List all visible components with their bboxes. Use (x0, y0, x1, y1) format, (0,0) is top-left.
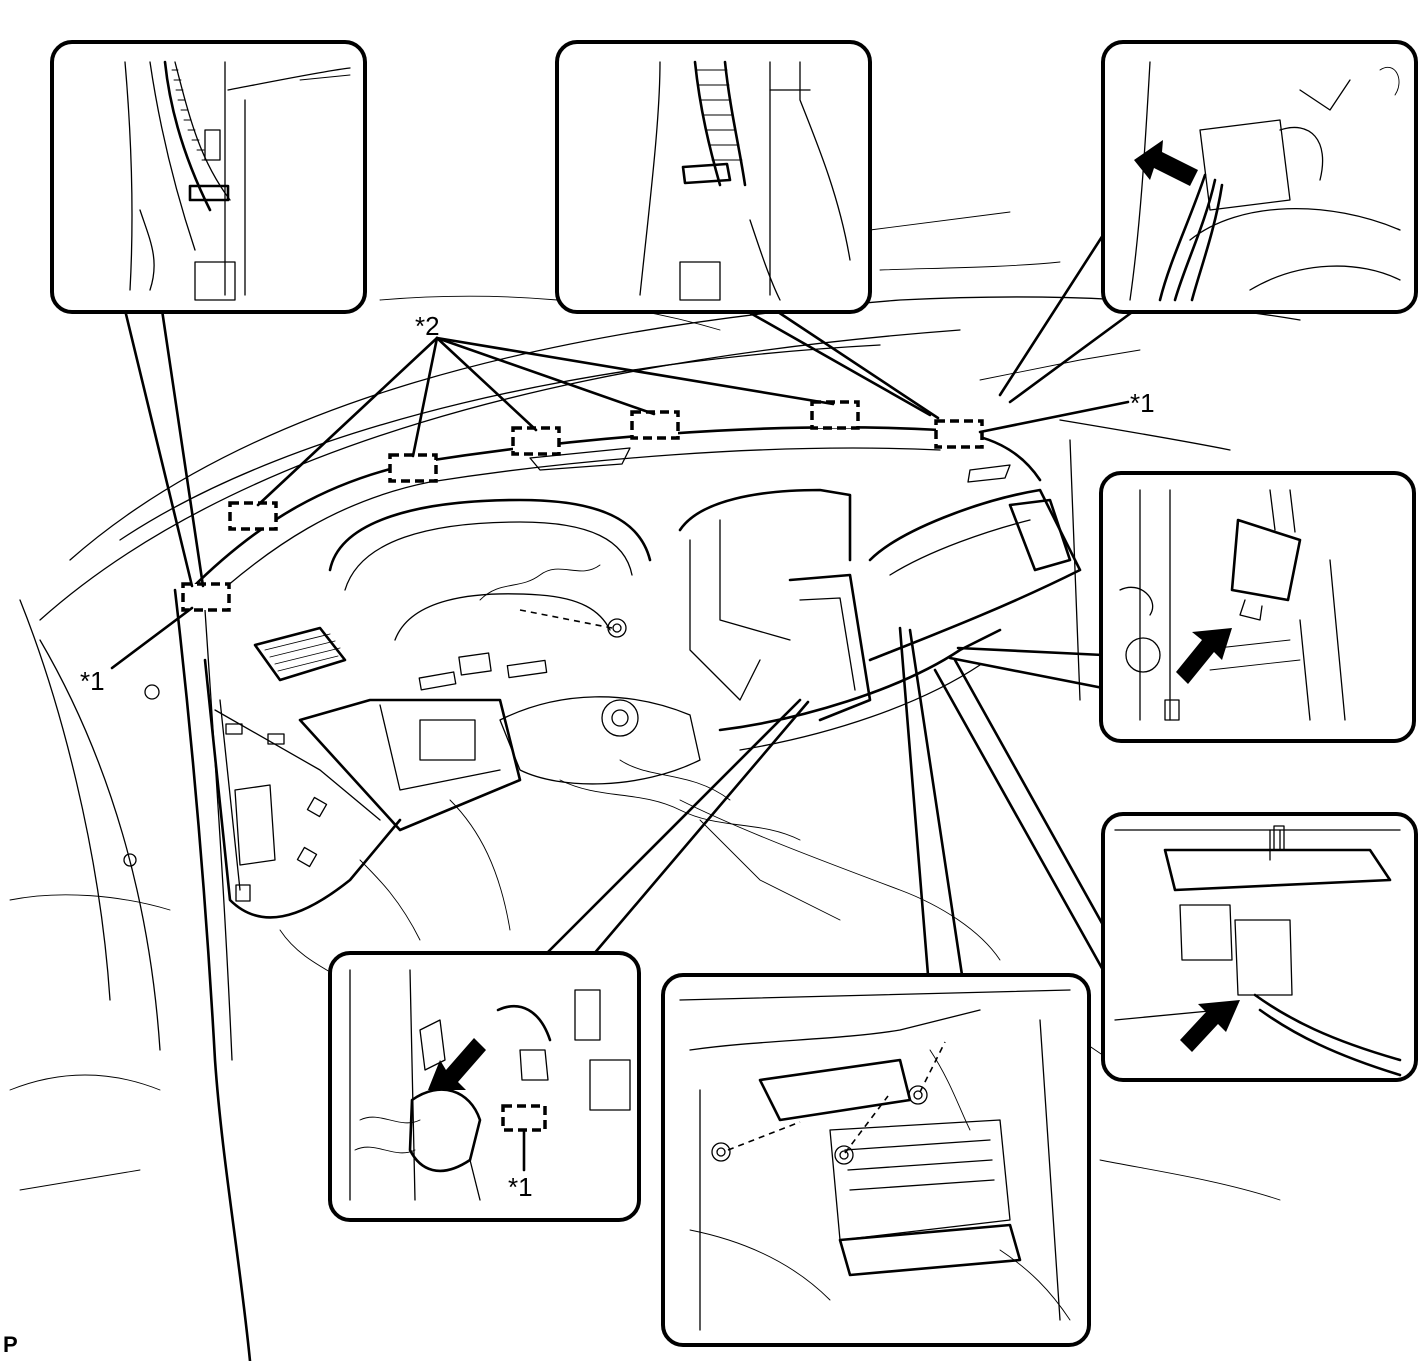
inset-left-pillar-clip (50, 40, 367, 314)
clip-2 (388, 453, 438, 483)
inset-bolts-bottom (661, 973, 1091, 1347)
clip-4 (630, 410, 680, 440)
callout-clip-left: *1 (80, 666, 105, 696)
inset-connector-bottom-left-arrow (428, 1038, 486, 1090)
inset-connector-right-arrow (1176, 628, 1232, 684)
callout-labels: *2 *1 *1 P (3, 311, 1155, 1357)
callout-leaders (110, 230, 1137, 977)
inset-connector-lower-right (1101, 812, 1418, 1082)
inset-connector-lower-right-arrow (1180, 1000, 1240, 1052)
clip-left-side (181, 582, 231, 612)
inset-center-clip (555, 40, 872, 314)
figure-code-label: P (3, 1332, 18, 1357)
clip-3 (511, 426, 561, 456)
clip-bottom-inset (501, 1104, 547, 1132)
callout-clip-upper: *2 (415, 311, 440, 341)
inset-connector-bottom-left: *1 (328, 951, 641, 1222)
inset-connector-top-right (1101, 40, 1418, 314)
clip-markers (181, 400, 984, 612)
inset-connector-right (1099, 471, 1416, 743)
clip-right-side (934, 419, 984, 449)
callout-clip-bottom: *1 (508, 1172, 533, 1202)
inset-connector-top-right-arrow (1134, 140, 1198, 186)
clip-5 (810, 400, 860, 430)
vehicle-body-outline (9, 211, 1301, 1361)
callout-clip-right: *1 (1130, 388, 1155, 418)
clip-1 (228, 501, 278, 531)
